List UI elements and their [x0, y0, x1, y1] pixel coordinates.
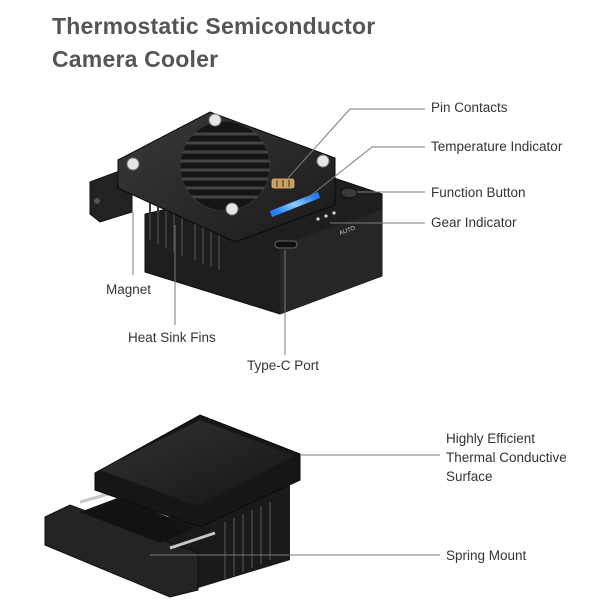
- spring-mount-label: Spring Mount: [446, 548, 527, 563]
- magnet-label: Magnet: [106, 282, 152, 297]
- spring-rod: [169, 531, 216, 550]
- title-line-1: Thermostatic Semiconductor: [52, 13, 376, 39]
- thermal-surface-label: Highly Efficient Thermal Conductive Surf…: [446, 429, 600, 486]
- gear-indicator-label: Gear Indicator: [431, 215, 517, 230]
- gear-indicator-dot: [316, 217, 320, 221]
- top-leader-lines: [132, 108, 425, 355]
- temperature-indicator-label: Temperature Indicator: [431, 139, 563, 154]
- magnet-icon: [316, 154, 330, 168]
- heat-sink-fins-label: Heat Sink Fins: [128, 330, 216, 345]
- magnet-icon: [208, 113, 222, 127]
- cooler-front-face: [280, 210, 382, 314]
- thermal-conductive-surface: [100, 420, 295, 506]
- type-c-port-label: Type-C Port: [247, 358, 320, 373]
- bottom-heat-sink-fins: [224, 502, 271, 580]
- auto-marking: AUTO: [339, 225, 357, 236]
- magnet-icon: [225, 202, 239, 216]
- bottom-leader-lines: [150, 454, 440, 556]
- function-button-icon: [340, 187, 358, 199]
- magnet-icon: [126, 157, 140, 171]
- gear-indicator-dot: [332, 211, 336, 215]
- thermal-surface-label-line-1: Highly Efficient: [446, 431, 536, 446]
- function-button-label: Function Button: [431, 185, 526, 200]
- thermal-surface-label-line-3: Surface: [446, 469, 493, 484]
- bracket-screw-icon: [94, 198, 100, 204]
- cooler-device-bottom-view: [44, 414, 301, 598]
- cooler-device-top-view: AUTO: [89, 111, 383, 315]
- type-c-port-icon: [274, 240, 298, 249]
- pin-contacts-label: Pin Contacts: [431, 100, 508, 115]
- thermal-surface-label-line-2: Thermal Conductive: [446, 450, 567, 465]
- gear-indicator-dot: [324, 214, 328, 218]
- page-title: Thermostatic Semiconductor Camera Cooler: [52, 10, 375, 76]
- spring-mount-slot: [80, 497, 195, 543]
- title-line-2: Camera Cooler: [52, 46, 219, 72]
- spring-mount-bracket: [44, 504, 199, 598]
